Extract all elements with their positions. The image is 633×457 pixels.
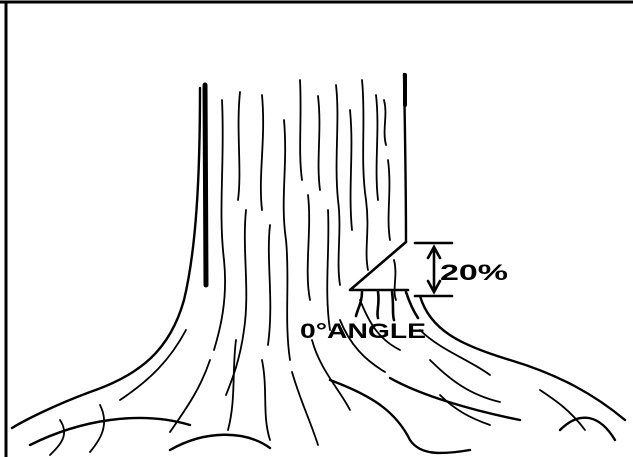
undercut-angle-label: 0°ANGLE — [300, 320, 426, 343]
felling-notch — [350, 242, 418, 320]
bark-edge-strokes — [205, 75, 405, 285]
notch-height-label: 20% — [440, 260, 508, 285]
